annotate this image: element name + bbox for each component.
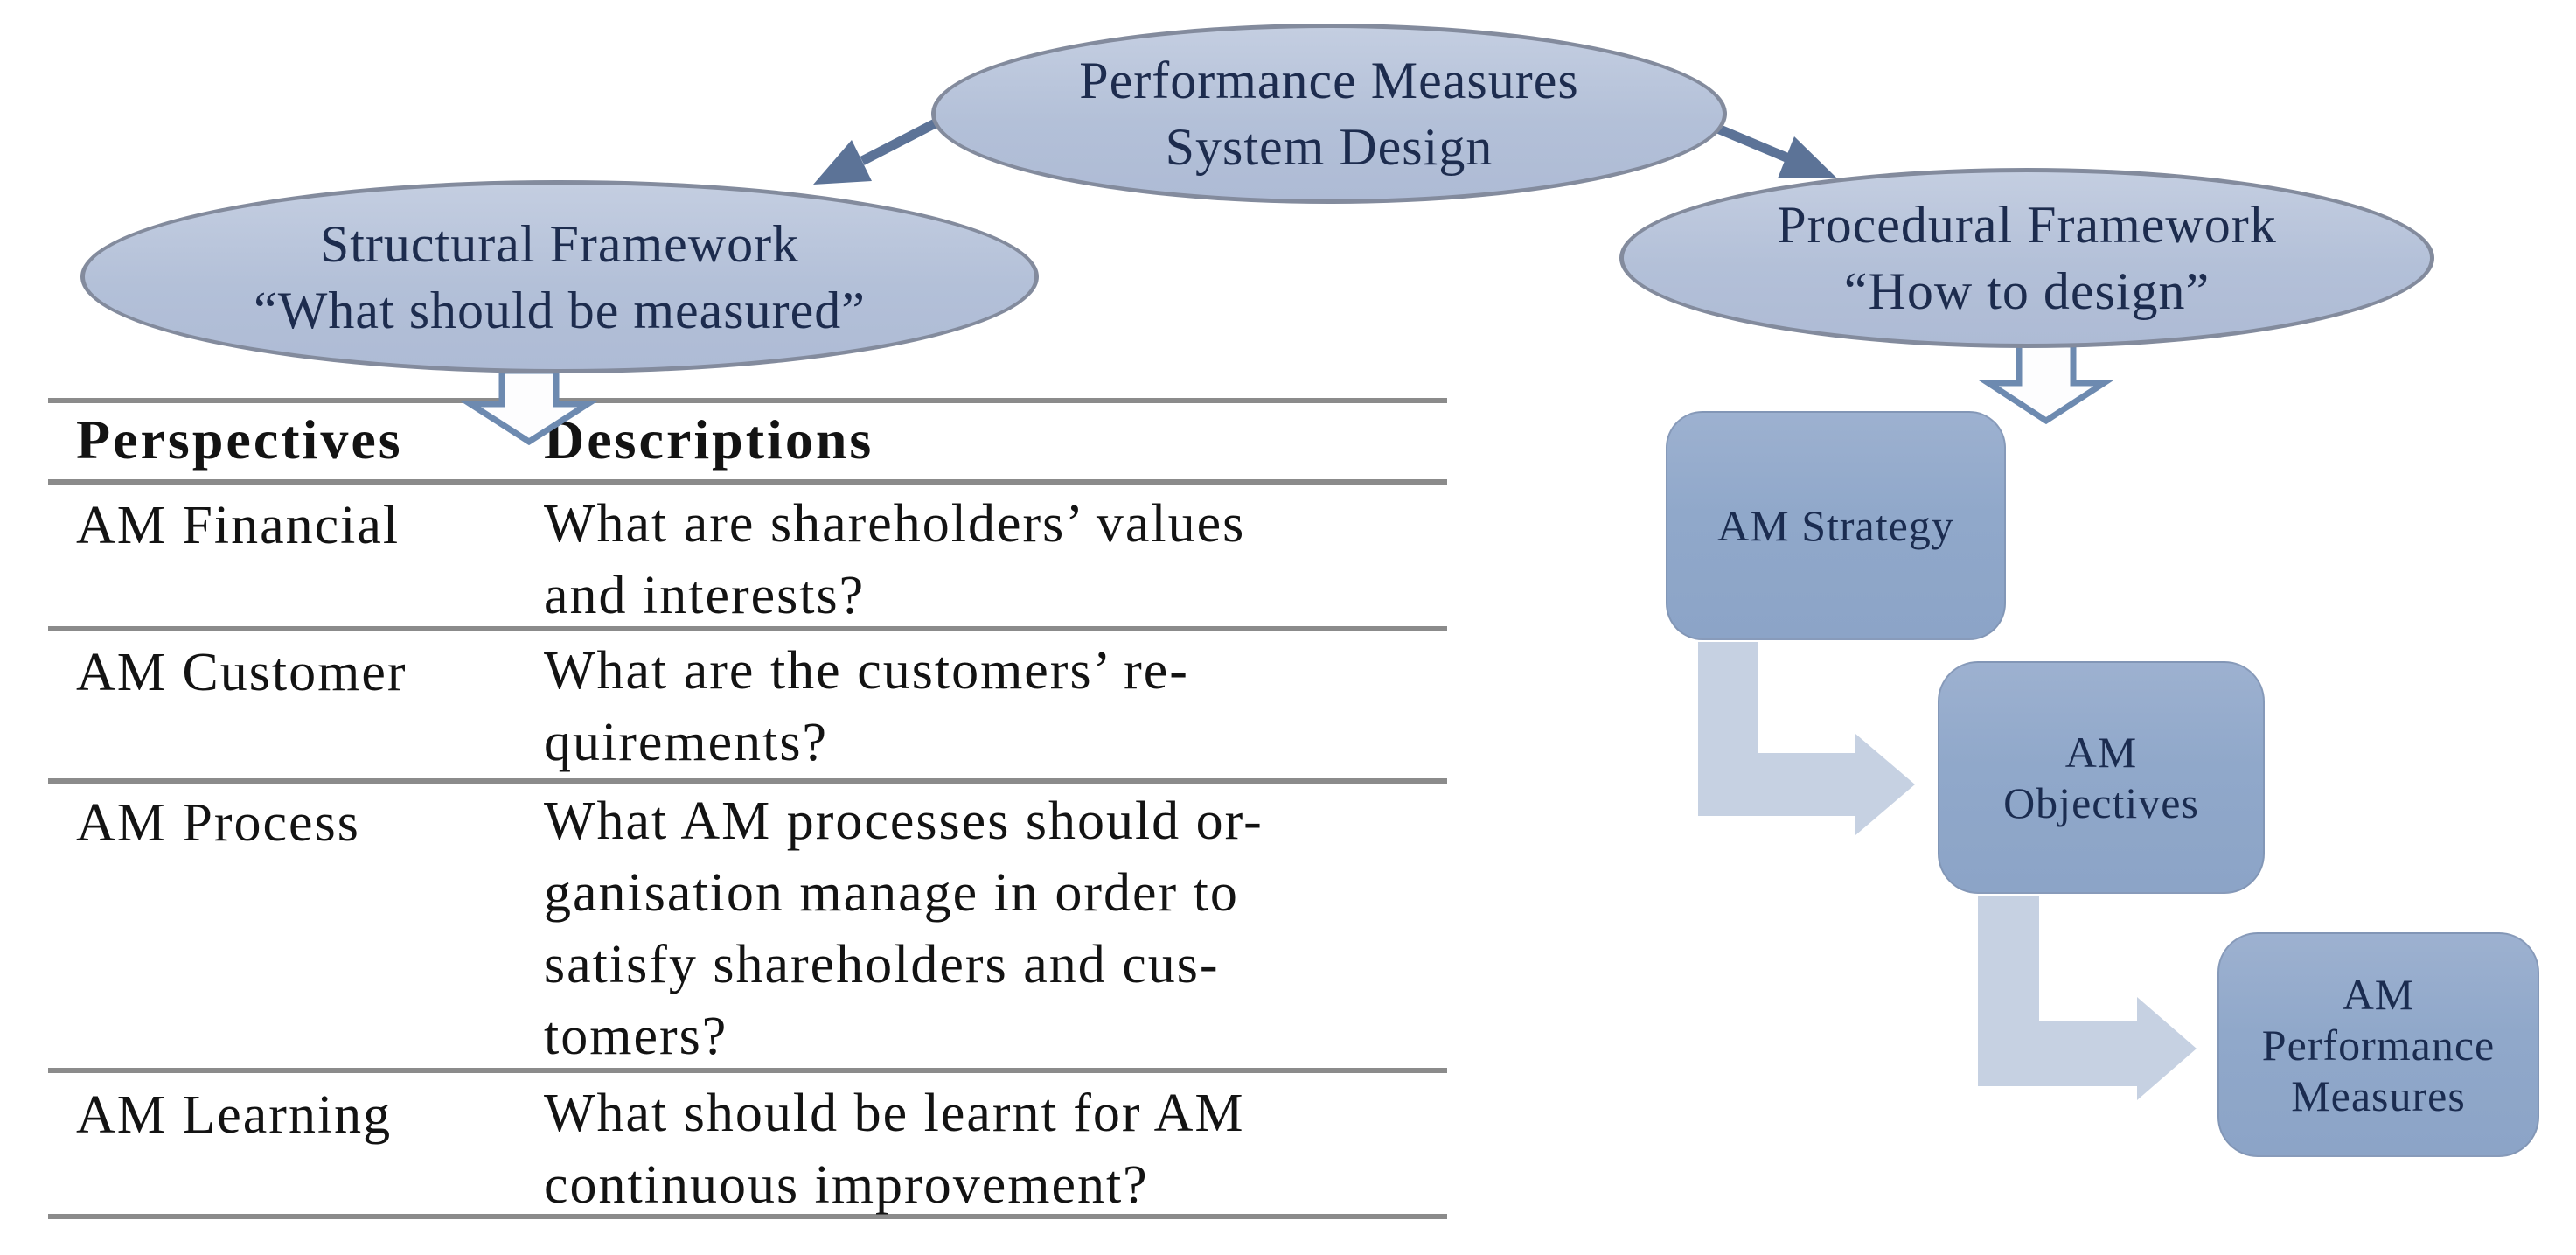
flow-box-am-strategy: AM Strategy [1666,411,2006,640]
table-cell-description: What are the customers’ re- quirements? [544,641,1189,772]
node-title-line1: Performance Measures [1079,52,1579,109]
table-rule-row2 [48,778,1447,784]
connector-line-right [1707,120,1789,163]
node-title-line2: System Design [1165,118,1493,176]
table-cell-perspective: AM Financial [76,496,400,555]
flow-box-label: AM Objectives [2003,728,2199,827]
procedural-line2: “How to design” [1843,262,2210,320]
flow-box-label: AM Strategy [1717,501,1954,550]
table-cell-description: What are shareholders’ values and intere… [544,494,1246,625]
connector-arrowhead-right-icon [1778,136,1836,178]
table-header-perspectives: Perspectives [76,408,403,471]
structural-line2: “What should be measured” [254,281,866,339]
table-rule-under-header [48,479,1447,485]
down-arrow-procedural-icon [1978,341,2114,425]
node-structural-framework: Structural Framework “What should be mea… [80,180,1039,373]
table-rule-bottom [48,1214,1447,1219]
table-cell-perspective: AM Customer [76,643,407,702]
node-procedural-framework: Procedural Framework “How to design” [1619,168,2434,348]
flow-box-am-objectives: AM Objectives [1938,661,2265,894]
table-cell-description: What should be learnt for AM continuous … [544,1084,1245,1215]
elbow-arrow-strategy-to-objectives-icon [1698,642,1915,835]
table-cell-description: What AM processes should or- ganisation … [544,791,1264,1066]
flow-box-label: AM Performance Measures [2261,969,2496,1120]
table-cell-perspective: AM Learning [76,1085,393,1145]
table-header-descriptions: Descriptions [544,408,874,471]
elbow-arrow-objectives-to-measures-icon [1978,896,2197,1100]
node-performance-measures-system-design: Performance Measures System Design [931,24,1727,204]
connector-arrowhead-left-icon [813,140,872,185]
table-cell-perspective: AM Process [76,793,360,853]
table-rule-top [48,398,1447,403]
structural-line1: Structural Framework [319,214,800,273]
flow-box-am-performance-measures: AM Performance Measures [2217,932,2539,1157]
table-rule-row1 [48,626,1447,631]
table-rule-row3 [48,1068,1447,1073]
procedural-line1: Procedural Framework [1777,196,2277,254]
